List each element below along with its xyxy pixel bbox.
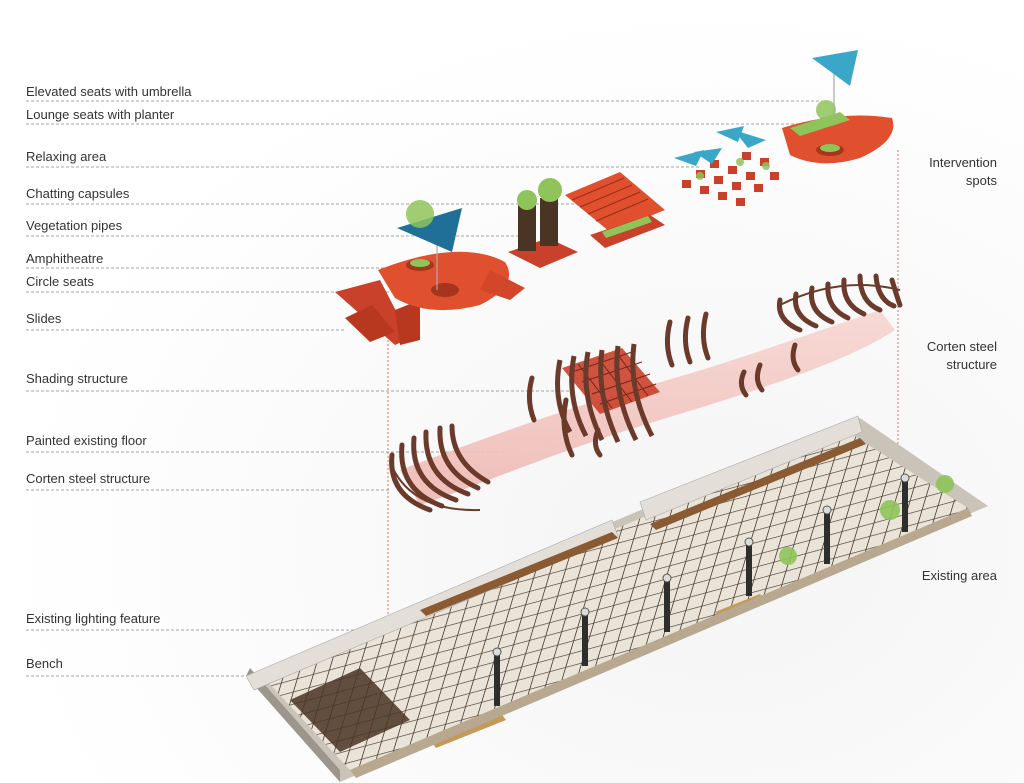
label-lounge-seats-planter: Lounge seats with planter <box>26 107 175 122</box>
label-corten-line2: structure <box>946 357 997 372</box>
existing-area <box>245 415 988 782</box>
label-chatting-capsules: Chatting capsules <box>26 186 130 201</box>
label-elevated-seats-umbrella: Elevated seats with umbrella <box>26 84 192 99</box>
projection-lines <box>387 150 899 640</box>
shading-structure <box>555 343 660 444</box>
label-intervention-line1: Intervention <box>929 155 997 170</box>
label-corten-steel-right: Corten steel structure <box>927 338 997 374</box>
label-intervention-line2: spots <box>965 173 997 188</box>
label-bench: Bench <box>26 656 63 671</box>
label-existing-area: Existing area <box>921 568 997 583</box>
amphitheatre <box>565 172 665 248</box>
label-relaxing-area: Relaxing area <box>26 149 107 164</box>
ground-trees <box>779 475 954 565</box>
label-amphitheatre: Amphitheatre <box>26 251 104 266</box>
label-existing-lighting-feature: Existing lighting feature <box>26 611 161 626</box>
label-vegetation-pipes: Vegetation pipes <box>26 218 123 233</box>
label-intervention-spots: Intervention spots <box>929 154 997 190</box>
corten-steel-structure <box>389 273 903 513</box>
relaxing-area <box>674 126 779 206</box>
label-corten-line1: Corten steel <box>926 339 997 354</box>
vegetation-pipes <box>508 178 578 268</box>
label-corten-steel-structure: Corten steel structure <box>26 471 151 486</box>
lighting-posts <box>492 473 910 706</box>
label-painted-existing-floor: Painted existing floor <box>26 433 147 448</box>
label-slides: Slides <box>26 311 62 326</box>
circle-seats-slides <box>335 200 525 345</box>
label-circle-seats: Circle seats <box>26 274 94 289</box>
intervention-spots <box>335 50 894 345</box>
lounge-seats-planter <box>782 50 894 164</box>
label-shading-structure: Shading structure <box>26 371 128 386</box>
